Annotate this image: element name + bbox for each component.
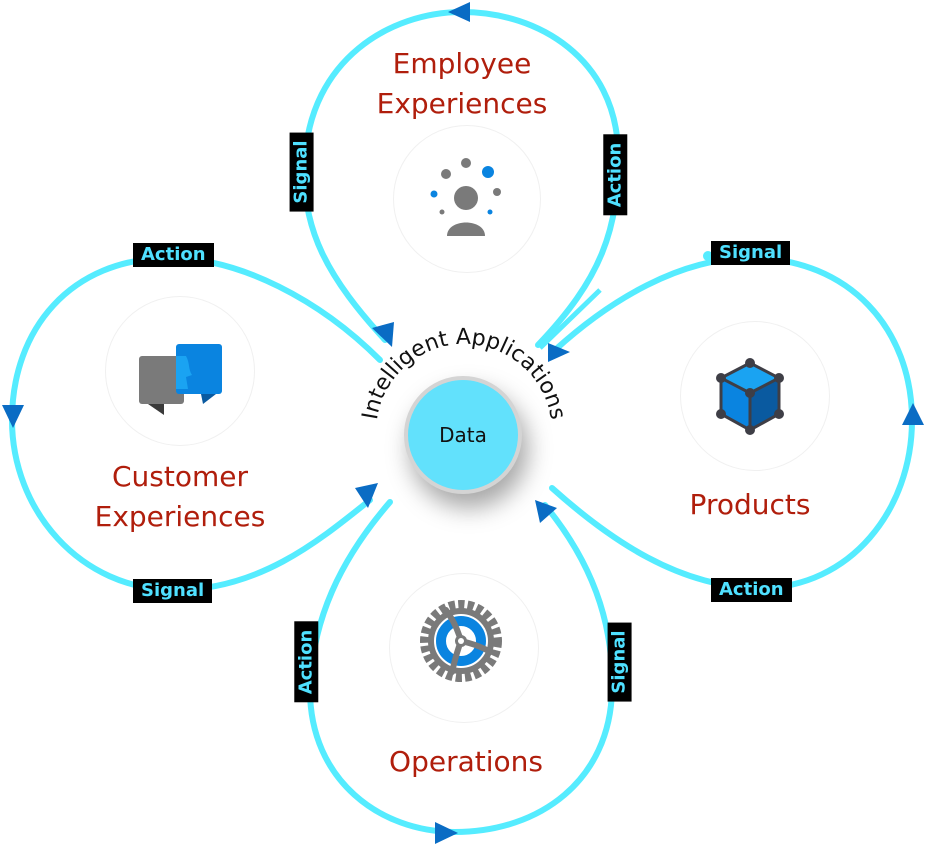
customer-icon-circle — [106, 297, 254, 445]
operations-title: Operations — [389, 745, 543, 778]
employee-signal-badge: Signal — [289, 132, 314, 212]
operations-action-badge: Action — [294, 621, 319, 703]
products-action-badge: Action — [711, 578, 792, 602]
customer-title-line2: Experiences — [94, 500, 266, 533]
data-core-label: Data — [439, 423, 487, 447]
employee-lead-line — [538, 288, 602, 350]
arrow-center-lower-left — [355, 483, 378, 508]
arrow-top — [448, 2, 470, 22]
arrow-center-upper-left — [372, 322, 394, 347]
operations-signal-badge: Signal — [607, 622, 632, 702]
customer-action-badge: Action — [133, 243, 214, 267]
arrow-right — [902, 403, 924, 425]
arrow-center-upper-right — [548, 343, 570, 362]
employee-icon-circle — [394, 126, 540, 272]
products-signal-badge: Signal — [711, 241, 791, 265]
products-icon-circle — [681, 322, 829, 470]
employee-action-badge: Action — [603, 134, 628, 216]
gear-icon — [420, 600, 502, 682]
chat-bubbles-icon — [139, 344, 222, 415]
data-core: Data — [404, 376, 522, 494]
arrow-left — [2, 405, 24, 428]
employee-title: Employee Experiences — [362, 44, 562, 124]
customer-title: Customer Experiences — [80, 457, 280, 537]
customer-title-line1: Customer — [111, 460, 248, 493]
person-network-icon — [430, 158, 501, 236]
arrow-bottom — [435, 822, 458, 844]
signal-connector-dot — [703, 251, 713, 261]
operations-icon-circle — [390, 574, 538, 722]
employee-title-line2: Experiences — [376, 87, 548, 120]
cube-icon — [716, 358, 784, 435]
customer-signal-badge: Signal — [133, 579, 213, 603]
employee-title-line1: Employee — [392, 47, 532, 80]
arrow-center-lower-right — [535, 500, 557, 523]
products-title: Products — [689, 488, 811, 521]
